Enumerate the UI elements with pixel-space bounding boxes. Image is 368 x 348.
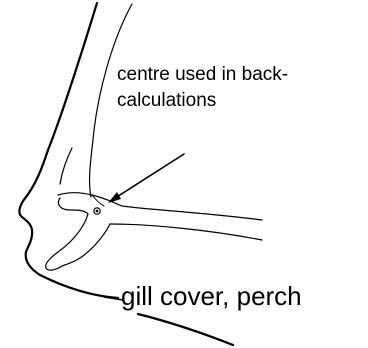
pointer-arrow-line <box>112 154 184 200</box>
opercle-front-loop <box>58 198 88 214</box>
growth-centre-dot <box>96 210 99 213</box>
annotation-text-line2: calculations <box>117 90 216 112</box>
head-outline <box>19 3 118 298</box>
preopercle-inner-edge <box>62 224 110 266</box>
annotation-text-line1: centre used in back- <box>117 64 288 86</box>
opercle-lower-edge <box>110 224 262 240</box>
pointer-arrow-head <box>108 192 121 203</box>
lower-body-curve <box>138 314 233 345</box>
figure-caption: gill cover, perch <box>121 281 302 311</box>
opercle-upper-arm <box>58 193 262 220</box>
gill-cover-front-edge <box>60 148 72 184</box>
preopercle-outer-edge <box>46 214 88 270</box>
